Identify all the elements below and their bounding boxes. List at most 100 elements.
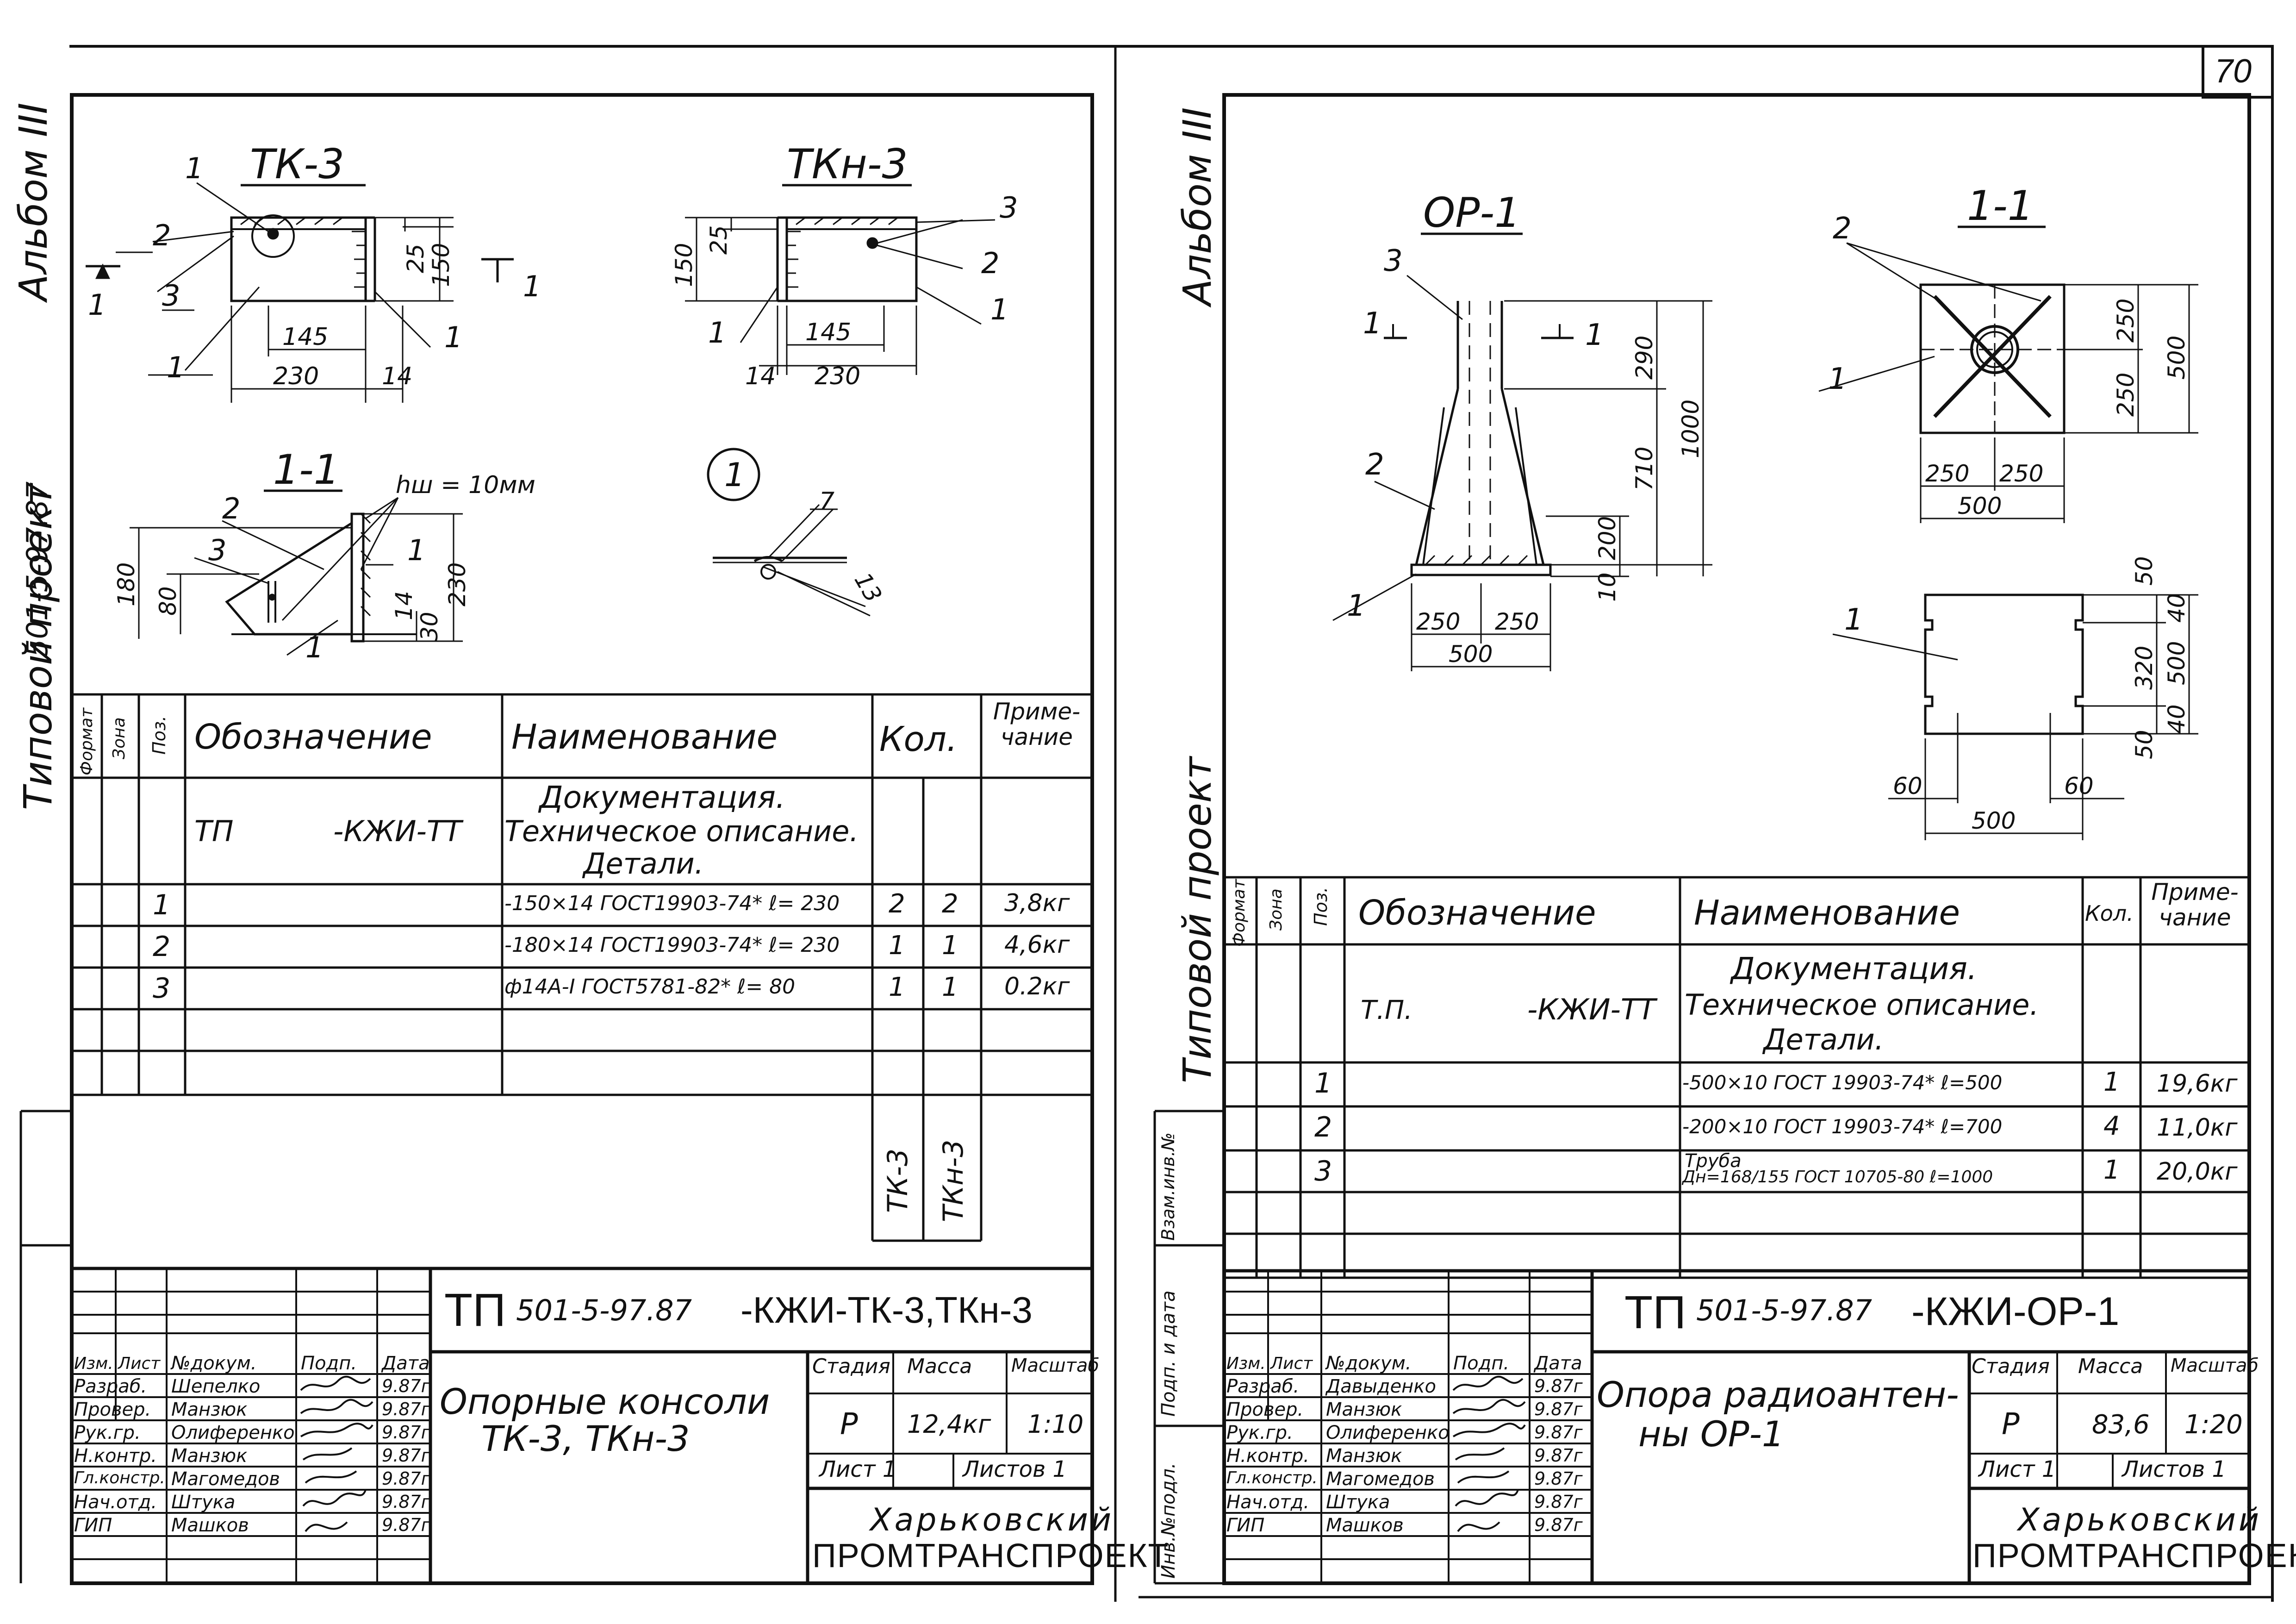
stamp-code-prefix: ТП xyxy=(444,1284,506,1336)
role-glkonstr: Гл.констр. xyxy=(74,1468,165,1487)
stamp-title-2: ТК-3, ТКн-3 xyxy=(481,1418,690,1459)
row2-name: -180×14 ГОСТ19903-74* ℓ= 230 xyxy=(504,933,840,957)
scale-value: 1:10 xyxy=(1027,1410,1084,1439)
hdr-list: Лист xyxy=(118,1354,161,1373)
r-role-rukgr: Рук.гр. xyxy=(1226,1422,1293,1443)
r-date-gip: 9.87г xyxy=(1534,1515,1583,1535)
sec-1-1-title: 1-1 xyxy=(1967,182,2034,230)
r-hdr-name: Наименование xyxy=(1694,893,1960,933)
r-mass-label: Масса xyxy=(2078,1355,2143,1378)
r-hdr-izm: Изм. xyxy=(1226,1354,1266,1373)
weld-note: hш = 10мм xyxy=(396,471,535,499)
plate-dim-320: 320 xyxy=(2131,646,2158,690)
pos-1-label: 1 xyxy=(185,151,203,185)
r-row1-name: -500×10 ГОСТ 19903-74* ℓ=500 xyxy=(1682,1071,2003,1094)
scale-label: Масштаб xyxy=(1011,1355,1100,1376)
r-sheet-label: Лист 1 xyxy=(1979,1456,2056,1482)
r-stamp-code-num: 501-5-97.87 xyxy=(1696,1293,1873,1327)
r-stage-label: Стадия xyxy=(1972,1355,2050,1378)
r-hdr-ndoc: №докум. xyxy=(1326,1353,1412,1374)
side-box-podp: Подп. и дата xyxy=(1158,1290,1179,1417)
op1-sec-right: 1 xyxy=(1585,318,1604,352)
name-gip: Машков xyxy=(171,1515,249,1536)
role-rukgr: Рук.гр. xyxy=(74,1422,141,1443)
doc-designation-a: ТП xyxy=(194,814,234,848)
r-scale-value: 1:20 xyxy=(2184,1410,2243,1440)
sec-dim-14: 14 xyxy=(391,591,417,620)
date-prover: 9.87г xyxy=(382,1399,430,1419)
date-nachotd: 9.87г xyxy=(382,1492,430,1512)
dim-14: 14 xyxy=(382,362,412,390)
tkn3-title: ТКн-3 xyxy=(787,140,908,188)
row2-note: 4,6кг xyxy=(1004,931,1070,959)
det-dim-7: 7 xyxy=(819,487,834,515)
r-row3-pos: 3 xyxy=(1314,1155,1332,1187)
left-drawings: ТК-3 ТКн-3 1-1 1 2 3 1 1 1 1 3 2 1 1 2 3… xyxy=(86,140,1018,664)
r-row3-q: 1 xyxy=(2103,1155,2120,1185)
section-1-1-title: 1-1 xyxy=(273,446,340,493)
role-prover: Провер. xyxy=(74,1399,151,1420)
r-hdr-designation: Обозначение xyxy=(1358,893,1596,933)
sec-dim-80: 80 xyxy=(155,586,181,616)
r-hdr-podp: Подп. xyxy=(1453,1353,1510,1374)
r-date-glkonstr: 9.87г xyxy=(1534,1468,1583,1489)
dim-145: 145 xyxy=(282,323,328,351)
sec-dim-230: 230 xyxy=(444,562,471,606)
detail-marker: 1 xyxy=(724,456,745,494)
r-date-prover: 9.87г xyxy=(1534,1399,1583,1419)
section-mark-right: 1 xyxy=(523,269,541,303)
mass-value: 12,4кг xyxy=(907,1410,991,1439)
r-name-razrab: Давыденко xyxy=(1326,1376,1436,1397)
dim-25b: 25 xyxy=(705,225,732,255)
r-stamp-code-suffix: -КЖИ-ОР-1 xyxy=(1911,1289,2120,1334)
r-row3-name-a: Труба xyxy=(1685,1150,1742,1172)
op1-sec-left: 1 xyxy=(1363,306,1382,341)
op1-dim-250b: 250 xyxy=(1495,608,1539,635)
dim-150b: 150 xyxy=(671,243,697,287)
r-role-gip: ГИП xyxy=(1226,1515,1265,1536)
hdr-designation: Обозначение xyxy=(194,717,432,757)
top-pos-1: 1 xyxy=(1828,362,1847,396)
op1-dim-500: 500 xyxy=(1449,641,1493,668)
top-pos-2: 2 xyxy=(1833,212,1852,246)
r-role-razrab: Разраб. xyxy=(1226,1376,1300,1397)
r-date-nachotd: 9.87г xyxy=(1534,1492,1583,1512)
r-row2-note: 11,0кг xyxy=(2157,1114,2238,1142)
row2-q2: 1 xyxy=(942,931,958,961)
r-name-gip: Машков xyxy=(1326,1515,1404,1536)
mass-label: Масса xyxy=(907,1355,972,1378)
op1-dim-710: 710 xyxy=(1631,447,1658,491)
r-row1-note: 19,6кг xyxy=(2157,1070,2238,1098)
r-date-razrab: 9.87г xyxy=(1534,1376,1583,1396)
r-doc-designation-b: -КЖИ-ТТ xyxy=(1527,993,1656,1026)
stamp-code-suffix: -КЖИ-ТК-3,ТКн-3 xyxy=(740,1289,1033,1330)
row3-pos: 3 xyxy=(153,972,171,1005)
left-signatures xyxy=(300,1375,373,1532)
side-box-vzam: Взам.инв.№ xyxy=(1158,1132,1178,1241)
stamp-title-1: Опорные консоли xyxy=(440,1381,770,1422)
date-glkonstr: 9.87г xyxy=(382,1468,430,1489)
hdr-ndoc: №докум. xyxy=(171,1353,257,1374)
doc-designation-b: -КЖИ-ТТ xyxy=(333,814,462,848)
hdr-data: Дата xyxy=(382,1353,430,1374)
op1-title: ОР-1 xyxy=(1423,189,1520,237)
hdr-izm: Изм. xyxy=(74,1354,113,1373)
sheet-label: Лист 1 xyxy=(819,1456,897,1482)
row1-note: 3,8кг xyxy=(1004,889,1070,917)
op1-pos-3: 3 xyxy=(1384,244,1403,278)
r-row2-q: 4 xyxy=(2103,1111,2120,1141)
r-doc-name-3: Детали. xyxy=(1763,1023,1884,1056)
r-stage-value: Р xyxy=(2002,1407,2020,1442)
side-box-inv: Инв.№подл. xyxy=(1158,1462,1179,1579)
role-razrab: Разраб. xyxy=(74,1376,147,1397)
date-razrab: 9.87г xyxy=(382,1376,430,1396)
name-glkonstr: Магомедов xyxy=(171,1468,280,1490)
r-name-rukgr: Олиференко xyxy=(1326,1422,1450,1443)
plate-dim-500: 500 xyxy=(2163,641,2190,685)
sec-dim-250c: 250 xyxy=(2112,299,2139,343)
sec-dim-500b: 500 xyxy=(2163,336,2190,380)
row1-q1: 2 xyxy=(889,889,905,919)
row3-name: ф14А-I ГОСТ5781-82* ℓ= 80 xyxy=(504,975,796,999)
row2-pos: 2 xyxy=(153,931,171,963)
